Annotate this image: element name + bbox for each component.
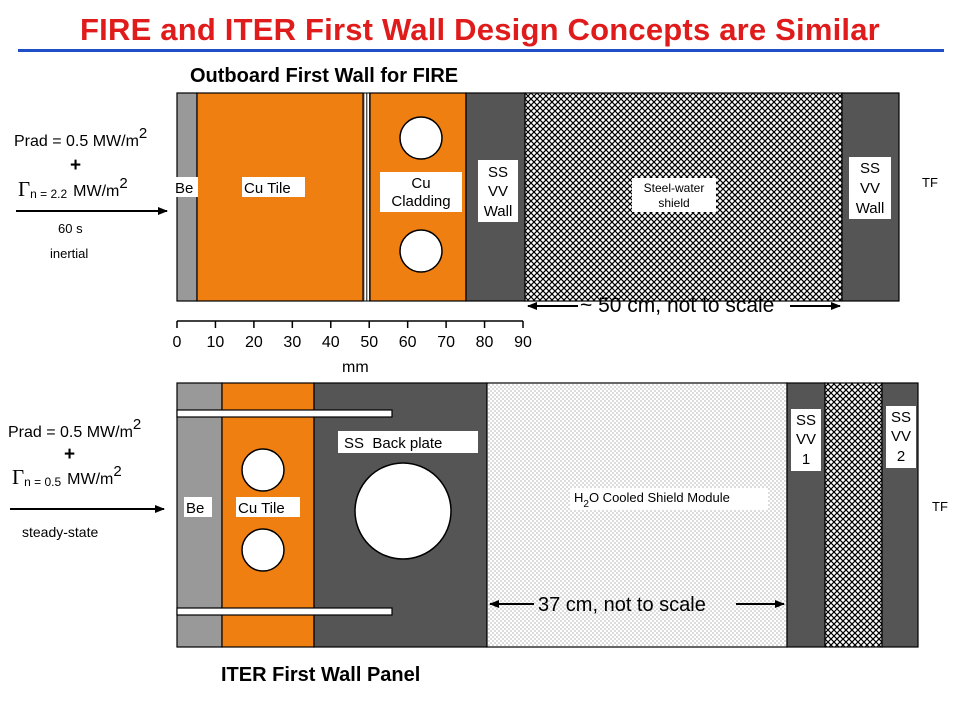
iter-back-plate-channel (354, 462, 452, 560)
fire-axis-ticks: 0 10 20 30 40 50 60 70 80 90 (173, 321, 532, 351)
fire-gamma-symbol: Γ (18, 177, 30, 201)
fire-axis-tick-label: 80 (476, 334, 494, 351)
fire-gamma-exp: 2 (119, 175, 127, 192)
fire-axis-unit: mm (342, 359, 369, 376)
fire-axis-tick-label: 0 (173, 334, 182, 351)
fire-ss-inner-label-line3: Wall (484, 203, 513, 220)
fire-ss-inner-label-line1: SS (488, 164, 508, 181)
iter-scale-note: 37 cm, not to scale (538, 594, 706, 616)
fire-cu-cladding-label-line2: Cladding (391, 193, 450, 210)
fire-axis-tick-label: 70 (437, 334, 455, 351)
svg-text:Γn = 0.5MW/m2: Γn = 0.5 MW/m2 (12, 463, 122, 489)
fire-gamma-sub: n = 2.2 (30, 187, 67, 201)
iter-cu-channel-top (241, 448, 285, 492)
fire-ss-outer-label-line1: SS (860, 160, 880, 177)
svg-text:H2O Cooled Shield Module: H2O Cooled Shield Module (574, 490, 730, 510)
iter-mode: steady-state (22, 524, 98, 540)
fire-axis-tick-label: 50 (360, 334, 378, 351)
fire-tf-label: TF (922, 175, 938, 190)
fire-axis-tick-label: 60 (399, 334, 417, 351)
fire-scale-note: ~ 50 cm, not to scale (580, 294, 774, 317)
iter-tf-label: TF (932, 499, 948, 514)
fire-axis-tick-label: 90 (514, 334, 532, 351)
slide-title: FIRE and ITER First Wall Design Concepts… (80, 12, 880, 47)
iter-shield-sub: 2 (583, 499, 589, 510)
fire-axis-tick-label: 30 (283, 334, 301, 351)
fire-mode: inertial (50, 246, 88, 261)
iter-vv1-label-line1: SS (796, 412, 816, 429)
svg-text:Γn = 2.2MW/m2: Γn = 2.2 MW/m2 (18, 175, 128, 201)
iter-back-plate-label: SS Back plate (344, 435, 442, 452)
iter-slot-top (176, 409, 393, 418)
svg-text:Prad = 0.5 MW/m2: Prad = 0.5 MW/m2 (14, 125, 147, 150)
iter-shield-rest: O Cooled Shield Module (589, 490, 730, 505)
iter-load-prad-exp: 2 (133, 416, 141, 433)
fire-be-label: Be (175, 180, 193, 197)
fire-duration: 60 s (58, 221, 83, 236)
fire-cooling-channel-bottom (399, 229, 443, 273)
fire-cu-tile-label: Cu Tile (244, 180, 291, 197)
svg-text:Prad = 0.5 MW/m2: Prad = 0.5 MW/m2 (8, 416, 141, 441)
iter-cu-channel-bottom (241, 528, 285, 572)
title-rule (18, 49, 944, 52)
iter-cu-tile-label: Cu Tile (238, 500, 285, 517)
iter-gamma-value: MW/m (67, 471, 113, 488)
iter-gamma-sub: n = 0.5 (24, 475, 61, 489)
fire-interlayer (362, 92, 371, 302)
iter-vv2-label-line3: 2 (897, 448, 905, 465)
iter-vv1-label-line2: VV (796, 431, 816, 448)
fire-axis-tick-label: 40 (322, 334, 340, 351)
iter-load-prad: Prad = 0.5 MW/m (8, 424, 133, 441)
fire-shield-label-line1: Steel-water (644, 181, 705, 195)
fire-gamma-value: MW/m (73, 183, 119, 200)
fire-heading: Outboard First Wall for FIRE (190, 65, 458, 87)
iter-vv1-label-line3: 1 (802, 451, 810, 468)
fire-axis-tick-label: 20 (245, 334, 263, 351)
fire-shield-label-line2: shield (658, 196, 689, 210)
iter-slot-bottom (176, 607, 393, 616)
fire-load-plus: + (70, 155, 81, 176)
fire-load-prad: Prad = 0.5 MW/m (14, 133, 139, 150)
iter-vv-gap (824, 382, 883, 648)
fire-ss-inner-label-line2: VV (488, 183, 508, 200)
iter-shield-h: H (574, 490, 583, 505)
iter-vv2-label-line2: VV (891, 428, 911, 445)
fire-axis-tick-label: 10 (207, 334, 225, 351)
fire-load-prad-exp: 2 (139, 125, 147, 142)
iter-gamma-symbol: Γ (12, 465, 24, 489)
fire-cu-cladding-label-line1: Cu (411, 175, 430, 192)
iter-load-plus: + (64, 444, 75, 465)
fire-ss-outer-label-line3: Wall (856, 200, 885, 217)
iter-gamma-exp: 2 (113, 463, 121, 480)
iter-vv2-label-line1: SS (891, 409, 911, 426)
fire-cooling-channel-top (399, 116, 443, 160)
fire-ss-outer-label-line2: VV (860, 180, 880, 197)
iter-heading: ITER First Wall Panel (221, 664, 420, 686)
iter-be-label: Be (186, 500, 204, 517)
